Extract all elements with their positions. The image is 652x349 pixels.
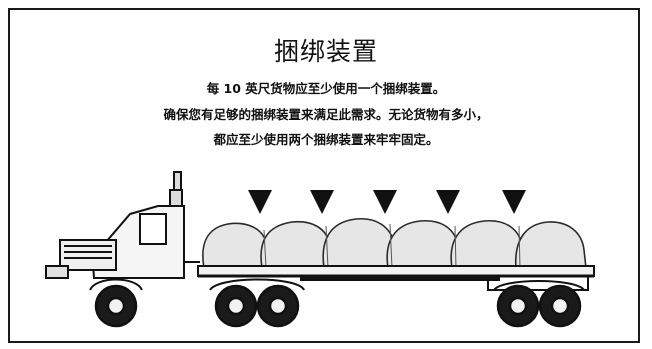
tiedown-markers (248, 190, 526, 214)
notice-line-3: 都应至少使用两个捆绑装置来牢牢固定。 (213, 132, 439, 147)
wheel-drive-1 (214, 284, 258, 328)
cargo-bale-5 (450, 219, 523, 269)
truck-cab (45, 171, 200, 279)
notice-title: 捆绑装置 (273, 37, 378, 66)
tiedown-marker-2 (310, 190, 334, 214)
cargo-bale-2 (260, 220, 331, 269)
tiedown-marker-1 (248, 190, 272, 214)
cargo-load (202, 218, 587, 269)
notice-frame (8, 8, 640, 343)
cargo-bale-4 (386, 219, 459, 269)
tiedown-marker-3 (373, 190, 397, 214)
cargo-bale-3 (322, 218, 395, 269)
notice-line-1: 每 10 英尺货物应至少使用一个捆绑装置。 (206, 81, 446, 96)
wheels (94, 284, 582, 328)
tiedown-marker-5 (502, 190, 526, 214)
cargo-bale-6 (514, 221, 587, 269)
notice-line-2: 确保您有足够的捆绑装置来满足此需求。无论货物有多小， (163, 107, 489, 122)
wheel-trailer-2 (538, 284, 582, 328)
cab-window (139, 213, 167, 245)
wheel-trailer-1 (496, 284, 540, 328)
trailer (197, 265, 595, 291)
wheel-front (94, 284, 138, 328)
cargo-bale-1 (202, 222, 267, 269)
tiedown-marker-4 (436, 190, 460, 214)
wheel-drive-2 (256, 284, 300, 328)
